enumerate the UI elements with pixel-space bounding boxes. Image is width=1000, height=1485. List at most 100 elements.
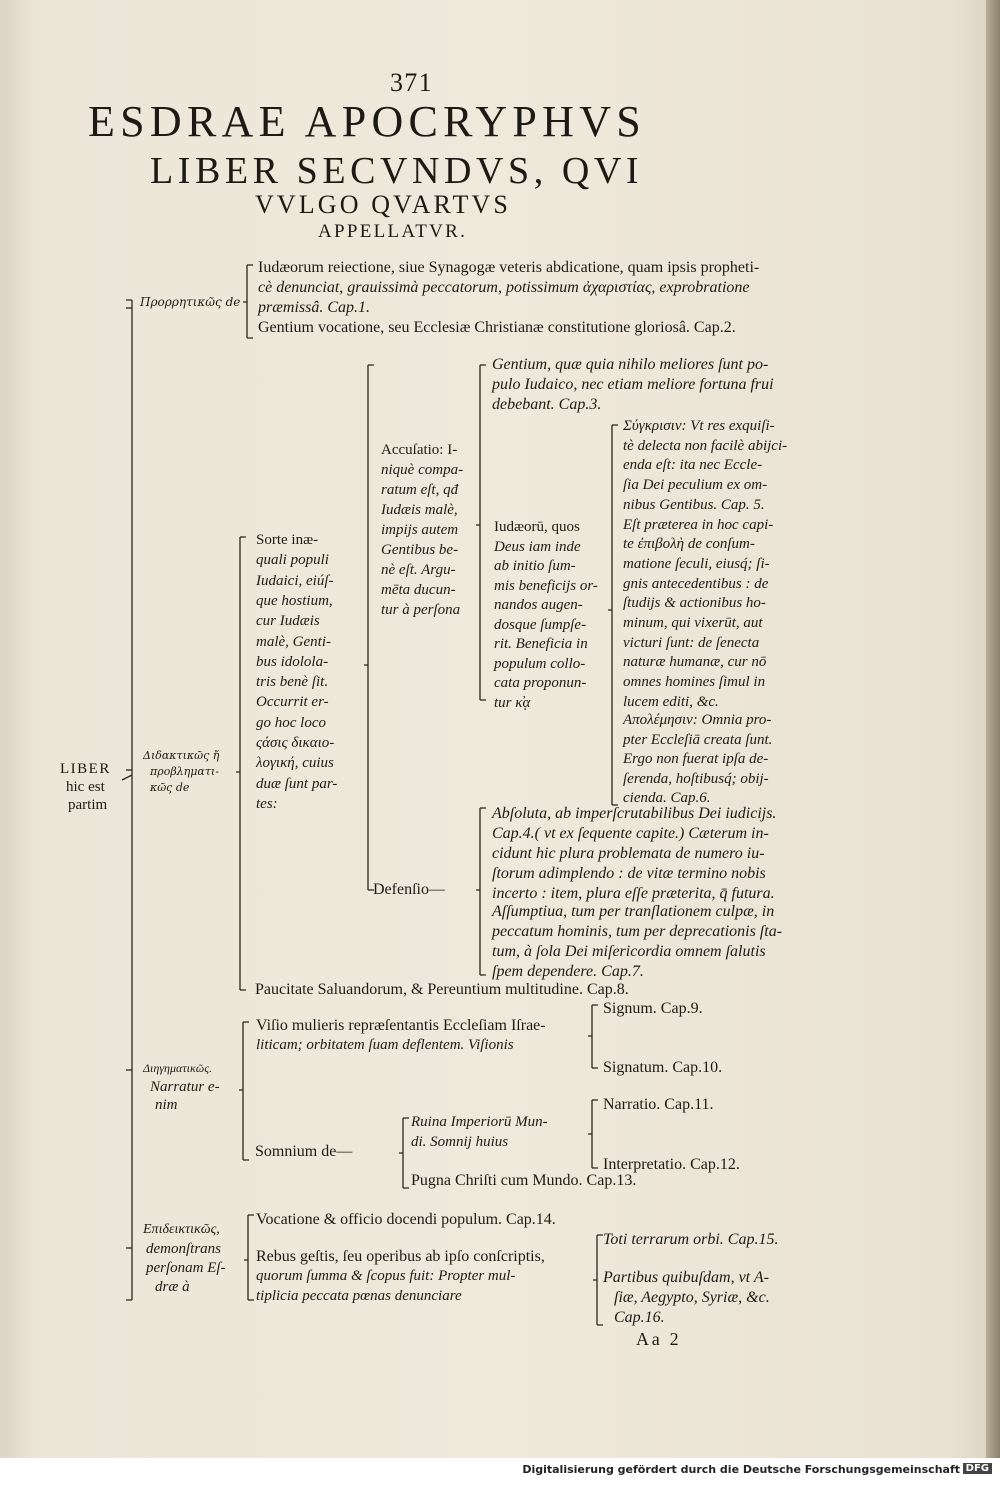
assumptiua-line: ſpem dependere. Cap.7. xyxy=(492,963,644,980)
iudaeorum-brace xyxy=(608,424,618,806)
narratiuus-label-2: Narratur e- xyxy=(150,1079,220,1095)
prophetic-item-1-line-2: cè denunciat, grauissimà peccatorum, pot… xyxy=(258,279,750,296)
synkrisin-line: tè delecta non facilè abijci- xyxy=(623,437,788,454)
sorte-line: tris benè ſit. xyxy=(256,674,329,691)
sorte-line: go hoc loco xyxy=(256,714,326,731)
accusatio-line: niquè compa- xyxy=(381,462,464,478)
prophetic-label: Προρρητικῶς de xyxy=(140,295,241,309)
assumptiua-line: Aſſumptiua, tum per tranſlationem culpæ,… xyxy=(492,903,775,920)
synkrisin-line: victuri ſunt: de ſenecta xyxy=(623,634,760,651)
prophetic-item-1-line-1: Iudæorum reiectione, siue Synagogæ veter… xyxy=(258,259,760,276)
ruina-brace xyxy=(588,1099,598,1169)
assumptiua-line: tum, à ſola Dei miſericordia omnem ſalut… xyxy=(492,943,766,960)
title-line-2: LIBER SECVNDVS, QVI xyxy=(150,150,644,192)
synkrisin-line: Σύγκρισιν: Vt res exquiſi- xyxy=(623,418,775,434)
apolemesin-line: Ergo non fuerat ipſa de- xyxy=(623,751,769,767)
epideictic-label-1: Επιδεικτικῶς, xyxy=(143,1222,220,1237)
somnium-label: Somnium de— xyxy=(255,1143,353,1160)
didactic-label-1: Διδακτικῶς ἤ xyxy=(143,749,220,762)
iudaeorum-line: rit. Beneficia in xyxy=(494,636,588,652)
visio-brace xyxy=(588,1004,598,1069)
partibus-line-1: Partibus quibuſdam, vt A- xyxy=(603,1269,769,1286)
paucitate-line: Paucitate Saluandorum, & Pereuntium mult… xyxy=(255,981,629,998)
root-label-3: partim xyxy=(68,797,108,813)
synkrisin-line: matione ſeculi, eiusq́; ſi- xyxy=(623,555,770,572)
synkrisin-line: Eſt præterea in hoc capi- xyxy=(623,516,774,533)
epideictic-label-2: demonſtrans xyxy=(146,1241,221,1257)
absoluta-line: incerto : item, plura eſſe præterita, q̄… xyxy=(492,885,775,902)
accusatio-line: ratum eſt, qđ xyxy=(381,482,459,498)
narratiuus-label-3: nim xyxy=(155,1097,178,1113)
accusatio-line: mēta ducun- xyxy=(381,582,456,598)
synkrisin-line: naturæ humanæ, cur nō xyxy=(623,654,767,671)
absoluta-line: ſtorum adimplendo : de vitæ termino nobi… xyxy=(492,865,766,882)
absoluta-line: cidunt hic plura problemata de numero iu… xyxy=(492,845,765,862)
page-number: 371 xyxy=(390,68,433,97)
sorte-line: bus idolola- xyxy=(256,653,329,670)
synkrisin-line: gnis antecedentibus : de xyxy=(623,575,769,592)
epideictic-label-4: dræ à xyxy=(155,1279,190,1295)
narratiuus-brace xyxy=(239,1021,249,1161)
dfg-logo: DFG xyxy=(962,1463,992,1474)
book-spine xyxy=(986,0,1000,1458)
root-brace xyxy=(121,299,133,1301)
title-line-4: APPELLATVR. xyxy=(318,221,468,242)
synkrisin-line: omnes homines ſimul in xyxy=(623,674,766,691)
interpretatio-line: Interpretatio. Cap.12. xyxy=(603,1156,740,1173)
rebus-line-3: tiplicia peccata pœnas denunciare xyxy=(256,1288,462,1304)
sorte-line: tes: xyxy=(256,795,278,812)
iudaeorum-line: ab initio ſum- xyxy=(494,558,576,574)
somnium-brace xyxy=(399,1117,409,1189)
synkrisin-line: nibus Gentibus. Cap. 5. xyxy=(623,496,765,513)
sorte-line: Occurrit er- xyxy=(256,694,329,711)
root-label-2: hic est xyxy=(66,779,105,795)
signature-mark: Aa 2 xyxy=(636,1329,682,1349)
iudaeorum-line: dosque ſumpſe- xyxy=(494,616,587,633)
absoluta-line: Cap.4.( vt ex ſequente capite.) Cæterum … xyxy=(492,825,769,842)
narratiuus-label-1: Διηγηματικῶς. xyxy=(143,1061,213,1075)
iudaeorum-line: Deus iam inde xyxy=(494,538,581,555)
iudaeorum-line: populum collo- xyxy=(494,655,586,672)
apolemesin-line: cienda. Cap.6. xyxy=(623,790,711,806)
visio-line-2: liticam; orbitatem ſuam deflentem. Viſio… xyxy=(256,1037,514,1053)
toti-line: Toti terrarum orbi. Cap.15. xyxy=(603,1231,779,1248)
pugna-line: Pugna Chriſti cum Mundo. Cap.13. xyxy=(411,1172,637,1189)
sorte-line: duæ ſunt par- xyxy=(256,775,338,792)
footer-bar: Digitalisierung gefördert durch die Deut… xyxy=(0,1458,1000,1485)
accusatio-line: tur à perſona xyxy=(381,602,461,618)
apolemesin-line: ſerenda, hoſtibusq́; obij- xyxy=(623,770,769,787)
epideictic-label-3: perſonam Eſ- xyxy=(146,1260,226,1276)
accusatio-line: Gentibus be- xyxy=(381,542,459,558)
accusatio-line: Accuſatio: I- xyxy=(381,442,458,458)
sorte-line: cur Iudæis xyxy=(256,613,320,630)
synkrisin-line: ſtudijs & actionibus ho- xyxy=(623,595,766,612)
iudaeorum-line: tur κ̓ᾳ xyxy=(494,694,531,711)
iudaeorum-line: cata proponun- xyxy=(494,675,587,691)
gentium-line: pulo Iudaico, nec etiam meliore fortuna … xyxy=(492,376,774,393)
rebus-brace xyxy=(593,1234,603,1326)
footer-credit: Digitalisierung gefördert durch die Deut… xyxy=(522,1463,960,1476)
title-line-3: VVLGO QVARTVS xyxy=(255,190,511,219)
didactic-label-2: προβληματι- xyxy=(150,765,219,778)
sorte-brace xyxy=(364,364,374,891)
sorte-line: que hostium, xyxy=(256,592,333,609)
ruina-line-1: Ruina Imperiorū Mun- xyxy=(411,1114,548,1130)
narratio-line: Narratio. Cap.11. xyxy=(603,1096,714,1113)
signatum-line: Signatum. Cap.10. xyxy=(603,1059,723,1076)
epideictic-brace xyxy=(244,1214,254,1301)
ruina-line-2: di. Somnij huius xyxy=(411,1134,509,1150)
synkrisin-line: minum, qui vixerūt, aut xyxy=(623,615,763,631)
accusatio-line: impijs autem xyxy=(381,522,459,538)
synkrisin-line: lucem editi, &c. xyxy=(623,693,719,710)
sorte-line: Sorte inæ- xyxy=(256,532,319,548)
vocatione-line: Vocatione & officio docendi populum. Cap… xyxy=(256,1211,556,1228)
accusatio-line: nè eſt. Argu- xyxy=(381,562,456,578)
didactic-label-3: κῶς de xyxy=(150,781,190,794)
prophetic-item-1-line-3: præmissâ. Cap.1. xyxy=(258,299,371,316)
title-line-1: ESDRAE APOCRYPHVS xyxy=(88,97,647,146)
synkrisin-line: te ἐπιβολὴ de conſum- xyxy=(623,536,755,553)
sorte-line: ςάσις δικαιο- xyxy=(256,735,335,751)
rebus-line-1: Rebus geſtis, ſeu operibus ab ipſo conſc… xyxy=(256,1248,545,1265)
